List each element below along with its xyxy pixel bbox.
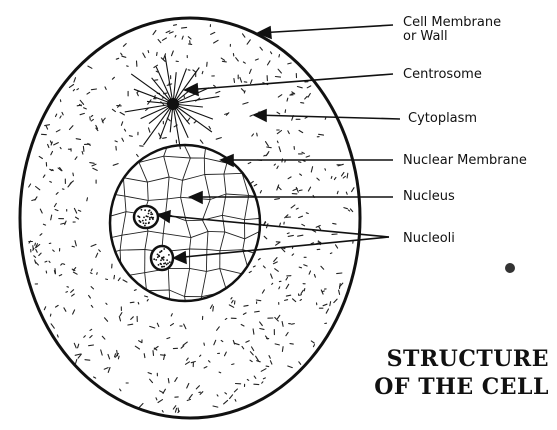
label-cell-membrane-or-wall: or Wall: [403, 30, 448, 43]
label-nucleus: Nucleus: [403, 190, 455, 203]
nucleolus-lower: [151, 246, 173, 270]
stray-ink-dot: [505, 263, 515, 273]
pointer-cytoplasm: [254, 115, 400, 119]
label-cytoplasm: Cytoplasm: [408, 112, 477, 125]
pointer-cell-membrane: [258, 25, 393, 33]
pointer-centrosome: [185, 74, 393, 90]
label-centrosome: Centrosome: [403, 68, 482, 81]
diagram-title-line1: STRUCTURE: [387, 346, 549, 372]
label-cell-membrane: Cell Membrane: [403, 16, 501, 29]
diagram-title-line2: OF THE CELL: [374, 374, 549, 400]
nuclear-network: [100, 135, 270, 315]
label-nucleoli: Nucleoli: [403, 232, 455, 245]
pointer-nucleoli-upper: [158, 215, 389, 237]
centrosome-dot: [167, 98, 179, 110]
pointer-lines: [158, 25, 400, 263]
label-nuclear-membrane: Nuclear Membrane: [403, 154, 527, 167]
nucleolus-upper: [134, 206, 158, 228]
